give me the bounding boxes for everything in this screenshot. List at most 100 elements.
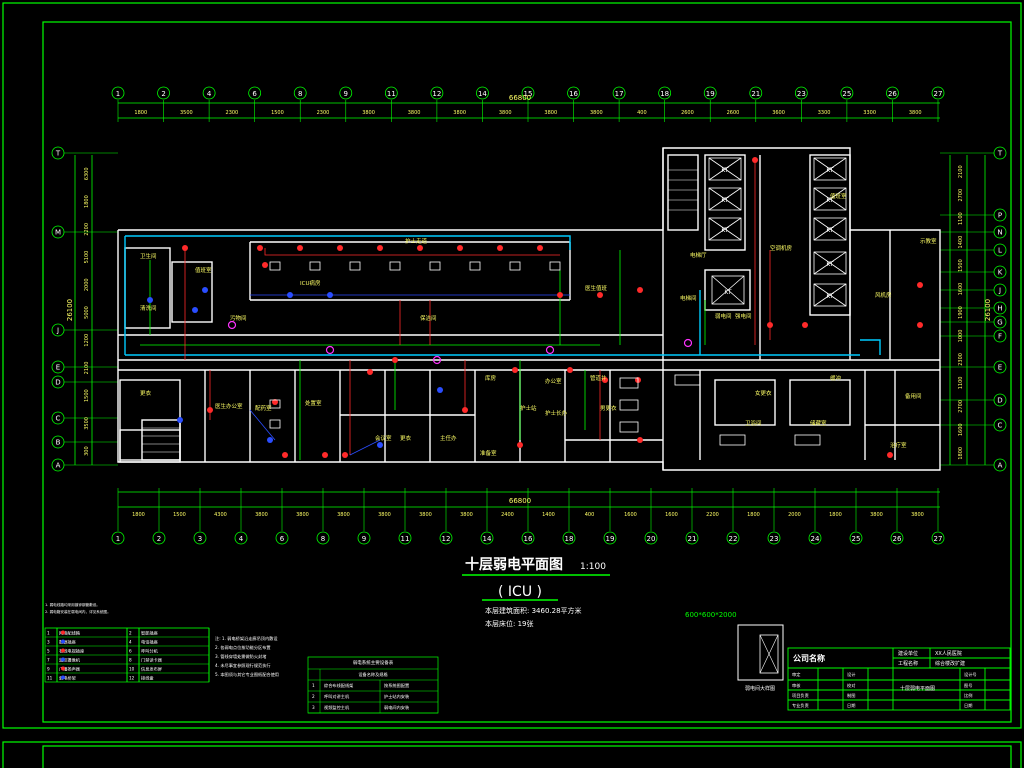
left-total-dim: 26100	[66, 299, 74, 321]
right-total-dim: 26100	[984, 299, 992, 321]
device-markers-blue	[147, 287, 443, 448]
dim-value: 3800	[296, 512, 309, 518]
legend-cell: 2	[129, 630, 132, 635]
grid-label: 27	[934, 90, 943, 98]
dim-value: 2600	[681, 110, 694, 116]
shaft-detail-label: 弱电间大样图	[745, 685, 775, 692]
grid-bubble	[293, 86, 307, 100]
bottom-total-dim: 66800	[509, 497, 531, 505]
legend-cell: 门禁读卡器	[141, 656, 163, 663]
grid-bubble	[603, 531, 617, 545]
room-label: 弱电间	[715, 312, 732, 320]
dim-value: 3800	[909, 110, 922, 116]
legend-notes: 1. 弱电线路均采用镀锌钢管敷设。 2. 弱电箱安装在弱电间内，详见系统图。	[45, 602, 111, 614]
grid-bubble	[248, 86, 262, 100]
grid-label: 8	[298, 90, 302, 98]
room-label: 男更衣	[600, 404, 617, 412]
grid-label: 12	[432, 90, 441, 98]
grid-bubble	[562, 531, 576, 545]
legend-cell: 7	[47, 657, 50, 662]
work-label: 工程名称	[898, 660, 918, 667]
room-label: 电梯厅	[690, 251, 707, 259]
legend-cell: 网络配线箱	[59, 629, 80, 636]
title-cell: 设计	[847, 671, 855, 678]
room-label: 库房	[485, 374, 497, 382]
dim-value: 1600	[665, 512, 678, 518]
beds-note: 本层床位: 19张	[485, 619, 534, 628]
grid-bubble	[316, 531, 330, 545]
grid-label: 8	[321, 535, 325, 543]
legend-cell: 4	[129, 639, 132, 644]
grid-label: 26	[888, 90, 897, 98]
dim-value: 4300	[214, 512, 227, 518]
grid-bubble	[567, 86, 580, 100]
grid-label: 25	[842, 90, 851, 98]
legend-cell: 监控摄像机	[59, 656, 81, 663]
grid-label: 1	[116, 90, 120, 98]
room-label: 准备室	[480, 449, 497, 457]
title-block	[787, 647, 1011, 711]
grid-label: 15	[524, 90, 533, 98]
dim-value: 3800	[378, 512, 391, 518]
sys-cell: 呼叫对讲主机	[324, 693, 350, 700]
dimension-lines	[74, 102, 986, 508]
grid-bubble	[234, 531, 248, 545]
grid-bubble	[339, 86, 353, 100]
device-markers-white-squares	[269, 261, 821, 446]
dim-value: 3800	[453, 110, 466, 116]
grid-bubble	[384, 86, 398, 100]
legend-cell: 8	[129, 657, 132, 662]
elevator-label: KT	[826, 197, 833, 204]
room-label: 会议室	[375, 434, 392, 442]
dim-value: 2100	[84, 362, 90, 375]
grid-label: D	[997, 397, 1002, 405]
sys-head: 设备名称及规格	[358, 671, 388, 678]
title-cell: 制图	[847, 692, 855, 699]
dim-value: 2000	[84, 278, 90, 291]
dim-value: 2600	[727, 110, 740, 116]
dim-value: 3800	[590, 110, 603, 116]
grid-label: T	[55, 150, 61, 158]
grid-label: 16	[524, 535, 533, 543]
legend-symbol	[61, 630, 65, 635]
grid-bubble	[476, 86, 489, 100]
title-cell: 审核	[792, 682, 801, 689]
grid-label: 18	[660, 90, 669, 98]
title-cell: 图号	[964, 683, 972, 689]
title-cell: 审定	[792, 671, 800, 678]
room-label: 卫生间	[140, 252, 157, 260]
dim-value: 400	[637, 110, 647, 116]
grid-label: 9	[344, 90, 348, 98]
legend-cell: 智能插座	[141, 629, 158, 636]
grid-label: 24	[811, 535, 820, 543]
dim-value: 2000	[788, 512, 801, 518]
room-label: 值班室	[830, 192, 847, 200]
legend-cell: 接线盒	[141, 674, 154, 681]
dim-value: 2700	[958, 189, 964, 202]
room-label: 缓冲	[830, 374, 842, 382]
device-markers-magenta	[227, 320, 693, 365]
dim-value: 1500	[84, 389, 90, 402]
grid-label: 6	[280, 535, 285, 543]
room-label: 值班室	[195, 266, 212, 274]
room-label: 储藏室	[810, 419, 827, 427]
room-label: 更衣	[400, 434, 412, 442]
elevator-label: KT	[721, 197, 728, 204]
sys-cell: 按系统图配置	[384, 682, 409, 689]
grid-bubble	[767, 531, 781, 545]
company-name: 公司名称	[793, 653, 825, 663]
grid-bubble	[193, 531, 207, 545]
legend-cell: 信息发布屏	[141, 665, 162, 672]
legend-symbol	[61, 666, 65, 671]
drawing-title-block: 十层弱电平面图 1:100 ( ICU ) 本层建筑面积: 3460.28平方米…	[462, 556, 610, 628]
grid-label: N	[997, 229, 1002, 237]
grid-label: A	[56, 462, 61, 470]
grid-bubble	[644, 531, 658, 545]
grid-label: 19	[606, 535, 615, 543]
grid-bubble	[111, 86, 125, 100]
grid-bubble	[152, 531, 166, 545]
elevator-shafts	[708, 157, 847, 307]
legend-cell: 数据插座	[59, 638, 76, 645]
